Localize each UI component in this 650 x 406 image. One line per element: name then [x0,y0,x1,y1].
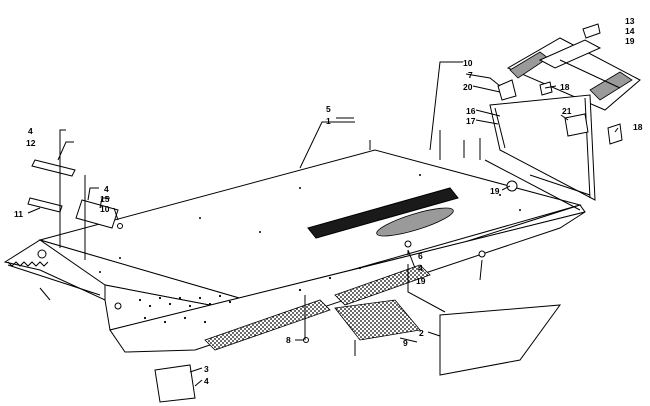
callout-1: 1 [326,116,331,126]
callout-19c: 19 [416,276,426,286]
callout-10b: 10 [463,58,473,68]
callout-18b: 18 [633,122,643,132]
bolt-6 [404,240,412,248]
part-20 [497,79,517,101]
bracket-2 [439,304,562,376]
callout-7: 7 [468,70,473,80]
rear-bumper-assembly [506,23,641,111]
bolt-19 [506,180,518,192]
plate-12 [31,159,76,177]
callout-16: 16 [466,106,476,116]
bracket-15 [75,199,119,229]
callout-5: 5 [326,104,331,114]
callout-4d: 4 [204,376,209,386]
callout-18a: 18 [560,82,570,92]
callout-12: 12 [26,138,36,148]
tunnel-hole-right [114,302,122,310]
bracket-21 [564,113,589,137]
callout-4c: 4 [418,263,423,273]
callout-15: 15 [100,194,110,204]
rivet-10 [117,223,123,229]
callout-20: 20 [463,82,473,92]
callout-19a: 19 [625,36,635,46]
callout-21: 21 [562,106,572,116]
tunnel-part [3,149,586,353]
footrest-9 [334,299,421,341]
bolt-19c [478,250,486,258]
rivet-8 [303,337,309,343]
rivet-dots [99,174,521,324]
callout-17: 17 [466,116,476,126]
callout-19b: 19 [490,186,500,196]
callout-8: 8 [286,335,291,345]
callout-3: 3 [204,364,209,374]
callout-4b: 4 [104,184,109,194]
strap-11 [27,197,63,213]
callout-9: 9 [403,338,408,348]
leader-lines [27,61,619,387]
callout-11: 11 [14,209,23,219]
tunnel-hole-left [37,249,47,259]
snow-flap [489,94,596,201]
callout-2: 2 [419,328,424,338]
clip-18a [539,81,553,96]
callout-10a: 10 [100,204,110,214]
callout-13: 13 [625,16,635,26]
callout-6: 6 [418,251,423,261]
plate-3 [154,364,196,403]
decal-13 [582,23,601,39]
clip-18b [607,123,623,145]
callout-4a: 4 [28,126,33,136]
callout-14: 14 [625,26,635,36]
